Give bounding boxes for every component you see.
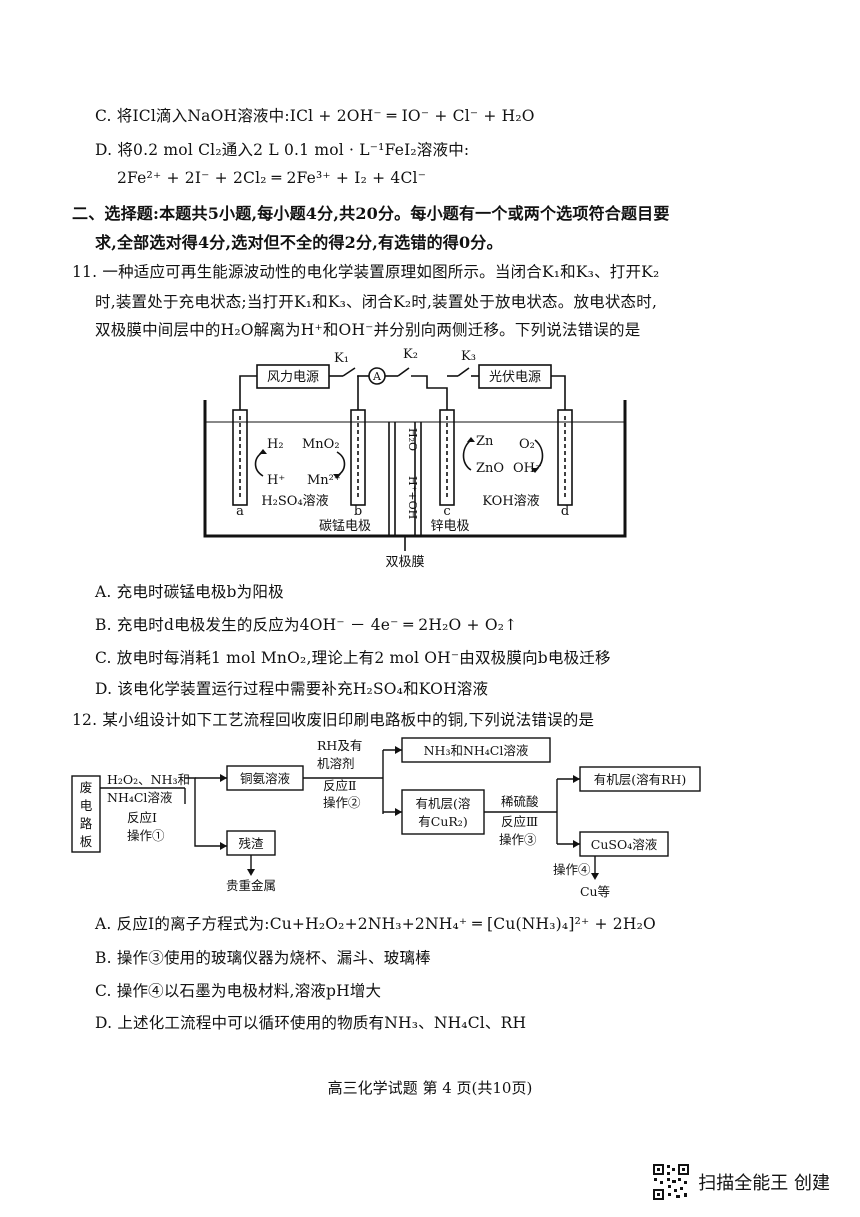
q12-option-b: B. 操作③使用的玻璃仪器为烧杯、漏斗、玻璃棒 [95, 949, 431, 967]
waste-char-1: 废 [80, 780, 93, 795]
q11-option-b: B. 充电时d电极发生的反应为4OH⁻ － 4e⁻ ═ 2H₂O + O₂↑ [95, 616, 518, 634]
reagent2-line2: 机溶剂 [317, 756, 355, 771]
q10-option-d-equation: 2Fe²⁺ + 2I⁻ + 2Cl₂ ═ 2Fe³⁺ + I₂ + 4Cl⁻ [117, 169, 427, 187]
copper-ammonia-box-label: 铜氨溶液 [240, 771, 291, 786]
operation3-label: 操作③ [499, 832, 537, 847]
operation1-label: 操作① [127, 828, 165, 843]
q11-option-c: C. 放电时每消耗1 mol MnO₂,理论上有2 mol OH⁻由双极膜向b电… [95, 649, 611, 667]
q12-option-d: D. 上述化工流程中可以循环使用的物质有NH₃、NH₄Cl、RH [95, 1014, 527, 1032]
nh3-nh4cl-box-label: NH₃和NH₄Cl溶液 [424, 743, 529, 758]
q10-option-d: D. 将0.2 mol Cl₂通入2 L 0.1 mol · L⁻¹FeI₂溶液… [95, 141, 470, 159]
switch-k1-label: K₁ [334, 351, 349, 366]
zinc-electrode-label: 锌电极 [430, 519, 469, 534]
q11-option-a: A. 充电时碳锰电极b为阳极 [95, 583, 284, 601]
scanner-watermark: 扫描全能王 创建 [652, 1163, 830, 1201]
operation4-label: 操作④ [553, 862, 591, 877]
reaction1-label: 反应Ⅰ [127, 810, 157, 825]
q11-stem-line2: 时,装置处于充电状态;当打开K₁和K₃、闭合K₂时,装置处于放电状态。放电状态时… [95, 293, 658, 311]
reagent2-line1: RH及有 [317, 738, 362, 753]
q11-stem-line3: 双极膜中间层中的H₂O解离为H⁺和OH⁻并分别向两侧迁移。下列说法错误的是 [95, 321, 641, 339]
electrode-c-label: c [443, 504, 450, 519]
ohminus-label: OH⁻ [513, 461, 542, 476]
zn-label: Zn [476, 434, 494, 449]
koh-solution-label: KOH溶液 [482, 494, 539, 509]
page-footer: 高三化学试题 第 4 页(共10页) [327, 1079, 533, 1097]
precious-metal-label: 贵重金属 [226, 878, 276, 893]
operation2-label: 操作② [323, 795, 361, 810]
section2-heading-line2: 求,全部选对得4分,选对但不全的得2分,有选错的得0分。 [95, 233, 503, 252]
dilute-sulfuric-acid-label: 稀硫酸 [501, 794, 539, 809]
h2-label: H₂ [267, 437, 284, 452]
reagent1-line1: H₂O₂、NH₃和 [107, 772, 190, 787]
electrode-d-label: d [561, 504, 569, 519]
h2so4-solution-label: H₂SO₄溶液 [261, 494, 328, 509]
waste-char-2: 电 [80, 798, 93, 813]
wind-power-label: 风力电源 [267, 370, 319, 385]
waste-char-3: 路 [80, 816, 93, 831]
solar-power-label: 光伏电源 [489, 370, 541, 385]
q11-option-d: D. 该电化学装置运行过程中需要补充H₂SO₄和KOH溶液 [95, 680, 489, 698]
organic-layer-line1: 有机层(溶 [416, 796, 471, 811]
o2-label: O₂ [519, 437, 535, 452]
zno-label: ZnO [476, 461, 504, 476]
reaction3-label: 反应Ⅲ [501, 814, 538, 829]
q12-option-a: A. 反应Ⅰ的离子方程式为:Cu+H₂O₂+2NH₃+2NH₄⁺ ═ [Cu(N… [95, 915, 656, 933]
hplus-label: H⁺ [267, 473, 285, 488]
section2-heading-line1: 二、选择题:本题共5小题,每小题4分,共20分。每小题有一个或两个选项符合题目要 [72, 204, 670, 223]
switch-k2-label: K₂ [403, 348, 418, 362]
waste-char-4: 板 [80, 834, 93, 849]
organic-layer-line2: 有CuR₂) [418, 814, 467, 829]
electrode-a-label: a [236, 504, 244, 519]
mn2-label: Mn²⁺ [307, 473, 341, 488]
q10-option-c: C. 将ICl滴入NaOH溶液中:ICl + 2OH⁻ ═ IO⁻ + Cl⁻ … [95, 107, 535, 125]
electrode-b-label: b [354, 504, 362, 519]
watermark-text: 扫描全能王 创建 [698, 1173, 830, 1194]
residue-box-label: 残渣 [238, 836, 264, 851]
q12-option-c: C. 操作④以石墨为电极材料,溶液pH增大 [95, 982, 382, 1000]
bipolar-membrane-label: 双极膜 [385, 555, 424, 570]
ammeter-label: A [372, 370, 382, 383]
cu-product-label: Cu等 [580, 884, 610, 899]
organic-rh-box-label: 有机层(溶有RH) [594, 772, 687, 787]
electrochemical-cell-diagram: 风力电源 光伏电源 K₁ K₂ K₃ A H₂ MnO₂ H⁺ Mn²⁺ H₂S… [203, 348, 627, 570]
reaction2-label: 反应Ⅱ [323, 778, 357, 793]
q12-stem: 12. 某小组设计如下工艺流程回收废旧印刷电路板中的铜,下列说法错误的是 [72, 711, 595, 729]
carbon-manganese-electrode-label: 碳锰电极 [319, 519, 371, 534]
mno2-label: MnO₂ [302, 437, 340, 452]
qr-code-icon [652, 1163, 691, 1201]
switch-k3-label: K₃ [461, 349, 476, 364]
reagent1-line2: NH₄Cl溶液 [107, 790, 173, 805]
q11-stem-line1: 11. 一种适应可再生能源波动性的电化学装置原理如图所示。当闭合K₁和K₃、打开… [72, 263, 660, 281]
membrane-water-label: H₂O [406, 428, 419, 451]
copper-recovery-flowchart: 废 电 路 板 H₂O₂、NH₃和 NH₄Cl溶液 反应Ⅰ 操作① 铜氨溶液 残… [71, 737, 701, 899]
cuso4-box-label: CuSO₄溶液 [591, 837, 658, 852]
membrane-ions-label: H⁺+OH⁻ [406, 476, 419, 525]
